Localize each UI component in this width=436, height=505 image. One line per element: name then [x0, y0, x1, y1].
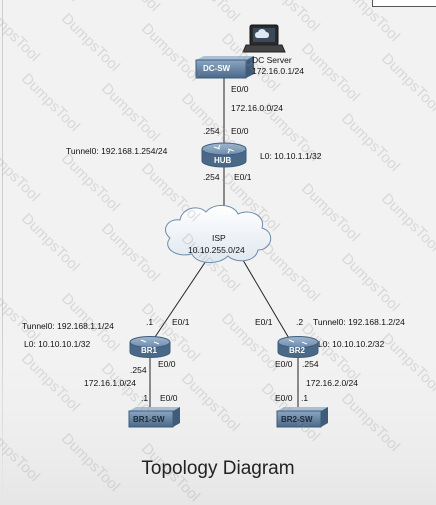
br2-e01-interface: E0/1 — [255, 317, 273, 327]
hub-e01-interface: E0/1 — [234, 172, 252, 182]
br2-sw-label: BR2-SW — [281, 415, 313, 424]
watermark-text: DumpsTool — [17, 70, 84, 136]
br1-tunnel: Tunnel0: 192.168.1.1/24 — [22, 321, 114, 331]
page-border — [2, 0, 3, 505]
br2-sw-icon — [276, 407, 328, 428]
link-isp-br1 — [152, 254, 211, 341]
diagram-caption: Topology Diagram — [141, 458, 295, 479]
watermark-text: DumpsTool — [257, 0, 324, 36]
br2-sw-interface: E0/0 — [275, 393, 293, 403]
hub-e00-interface: E0/0 — [231, 126, 249, 136]
isp-name: ISP — [212, 233, 226, 243]
dc-server-ip: 172.16.0.1/24 — [252, 66, 304, 76]
br1-loopback: L0: 10.10.10.1/32 — [24, 339, 91, 349]
isp-cloud-icon — [165, 205, 272, 263]
br1-e01-interface: E0/1 — [172, 317, 190, 327]
watermark-text: DumpsTool — [178, 0, 243, 25]
watermark-text: DumpsTool — [257, 380, 324, 446]
br2-e00-interface: E0/0 — [275, 359, 293, 369]
watermark-text: DumpsTool — [337, 110, 404, 176]
bottom-shading — [0, 330, 436, 505]
br2-tunnel: Tunnel0: 192.168.1.2/24 — [313, 317, 405, 327]
br1-sw-icon — [128, 407, 180, 428]
dc-sw-icon — [195, 56, 254, 79]
br1-label: BR1 — [141, 346, 158, 355]
watermark-text: DumpsTool — [257, 240, 324, 306]
watermark-text: DumpsTool — [337, 250, 404, 316]
dc-server-name: DC Server — [252, 55, 292, 65]
watermark-text: DumpsTool — [177, 90, 244, 156]
br2-router-icon — [277, 336, 319, 358]
link-isp-br2 — [239, 254, 291, 341]
br1-e00-host: .254 — [130, 365, 147, 375]
watermark-text: DumpsTool — [377, 50, 436, 116]
watermark-text: DumpsTool — [297, 40, 364, 106]
window-corner-frame — [372, 0, 436, 7]
watermark-text: DumpsTool — [297, 320, 364, 386]
hub-e00-host: .254 — [203, 126, 220, 136]
watermark-text: DumpsTool — [137, 300, 204, 366]
watermark-text: DumpsTool — [17, 350, 84, 416]
watermark-text: DumpsTool — [337, 390, 404, 456]
watermark-text: DumpsTool — [0, 0, 44, 66]
watermark-text: DumpsTool — [97, 220, 164, 286]
br2-loopback: L0: 10.10.10.2/32 — [318, 339, 385, 349]
hub-loopback: L0: 10.10.1.1/32 — [260, 151, 322, 161]
watermark-text: DumpsTool — [177, 230, 244, 296]
watermark-text: DumpsTool — [98, 0, 163, 15]
br2-e01-host: .2 — [296, 317, 304, 327]
br1-lan-subnet: 172.16.1.0/24 — [84, 378, 136, 388]
br1-router-icon — [129, 336, 171, 358]
dc-server-icon — [242, 24, 286, 53]
hub-e01-host: .254 — [203, 172, 220, 182]
watermark-text: DumpsTool — [57, 10, 124, 76]
br2-lan-subnet: 172.16.2.0/24 — [306, 378, 358, 388]
watermark-text: DumpsTool — [217, 310, 284, 376]
br2-label: BR2 — [289, 346, 306, 355]
hub-tunnel: Tunnel0: 192.168.1.254/24 — [66, 146, 168, 156]
br1-sw-label: BR1-SW — [133, 415, 165, 424]
watermark-text: DumpsTool — [377, 330, 436, 396]
watermark-text: DumpsTool — [17, 210, 84, 276]
br2-sw-host: .1 — [301, 393, 309, 403]
br1-e00-interface: E0/0 — [158, 359, 176, 369]
watermark-text: DumpsTool — [57, 150, 124, 216]
dc-sw-label: DC-SW — [203, 64, 231, 73]
watermark-text: DumpsTool — [297, 180, 364, 246]
br2-e00-host: .254 — [302, 359, 319, 369]
hub-router-icon — [201, 142, 247, 168]
watermark-text: DumpsTool — [177, 370, 244, 436]
watermark-text: DumpsTool — [0, 280, 44, 346]
isp-subnet: 10.10.255.0/24 — [188, 245, 245, 255]
watermark-text: DumpsTool — [18, 0, 83, 5]
watermark-text: DumpsTool — [137, 160, 204, 226]
watermark-text: DumpsTool — [97, 80, 164, 146]
watermark-text: DumpsTool — [0, 140, 44, 206]
br1-sw-interface: E0/0 — [160, 393, 178, 403]
br1-e01-host: .1 — [146, 317, 154, 327]
dcsw-interface: E0/0 — [231, 84, 249, 94]
watermark-text: DumpsTool — [137, 20, 204, 86]
hub-label: HUB — [214, 156, 232, 165]
dcsw-hub-subnet: 172.16.0.0/24 — [231, 103, 283, 113]
br1-sw-host: .1 — [141, 393, 149, 403]
watermark-text: DumpsTool — [337, 0, 404, 46]
watermark-text: DumpsTool — [377, 190, 436, 256]
